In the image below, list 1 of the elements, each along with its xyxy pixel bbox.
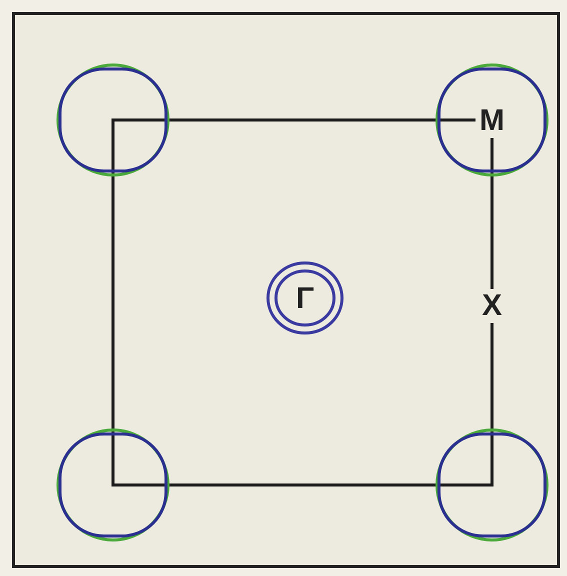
point-label: Γ [294,282,316,316]
